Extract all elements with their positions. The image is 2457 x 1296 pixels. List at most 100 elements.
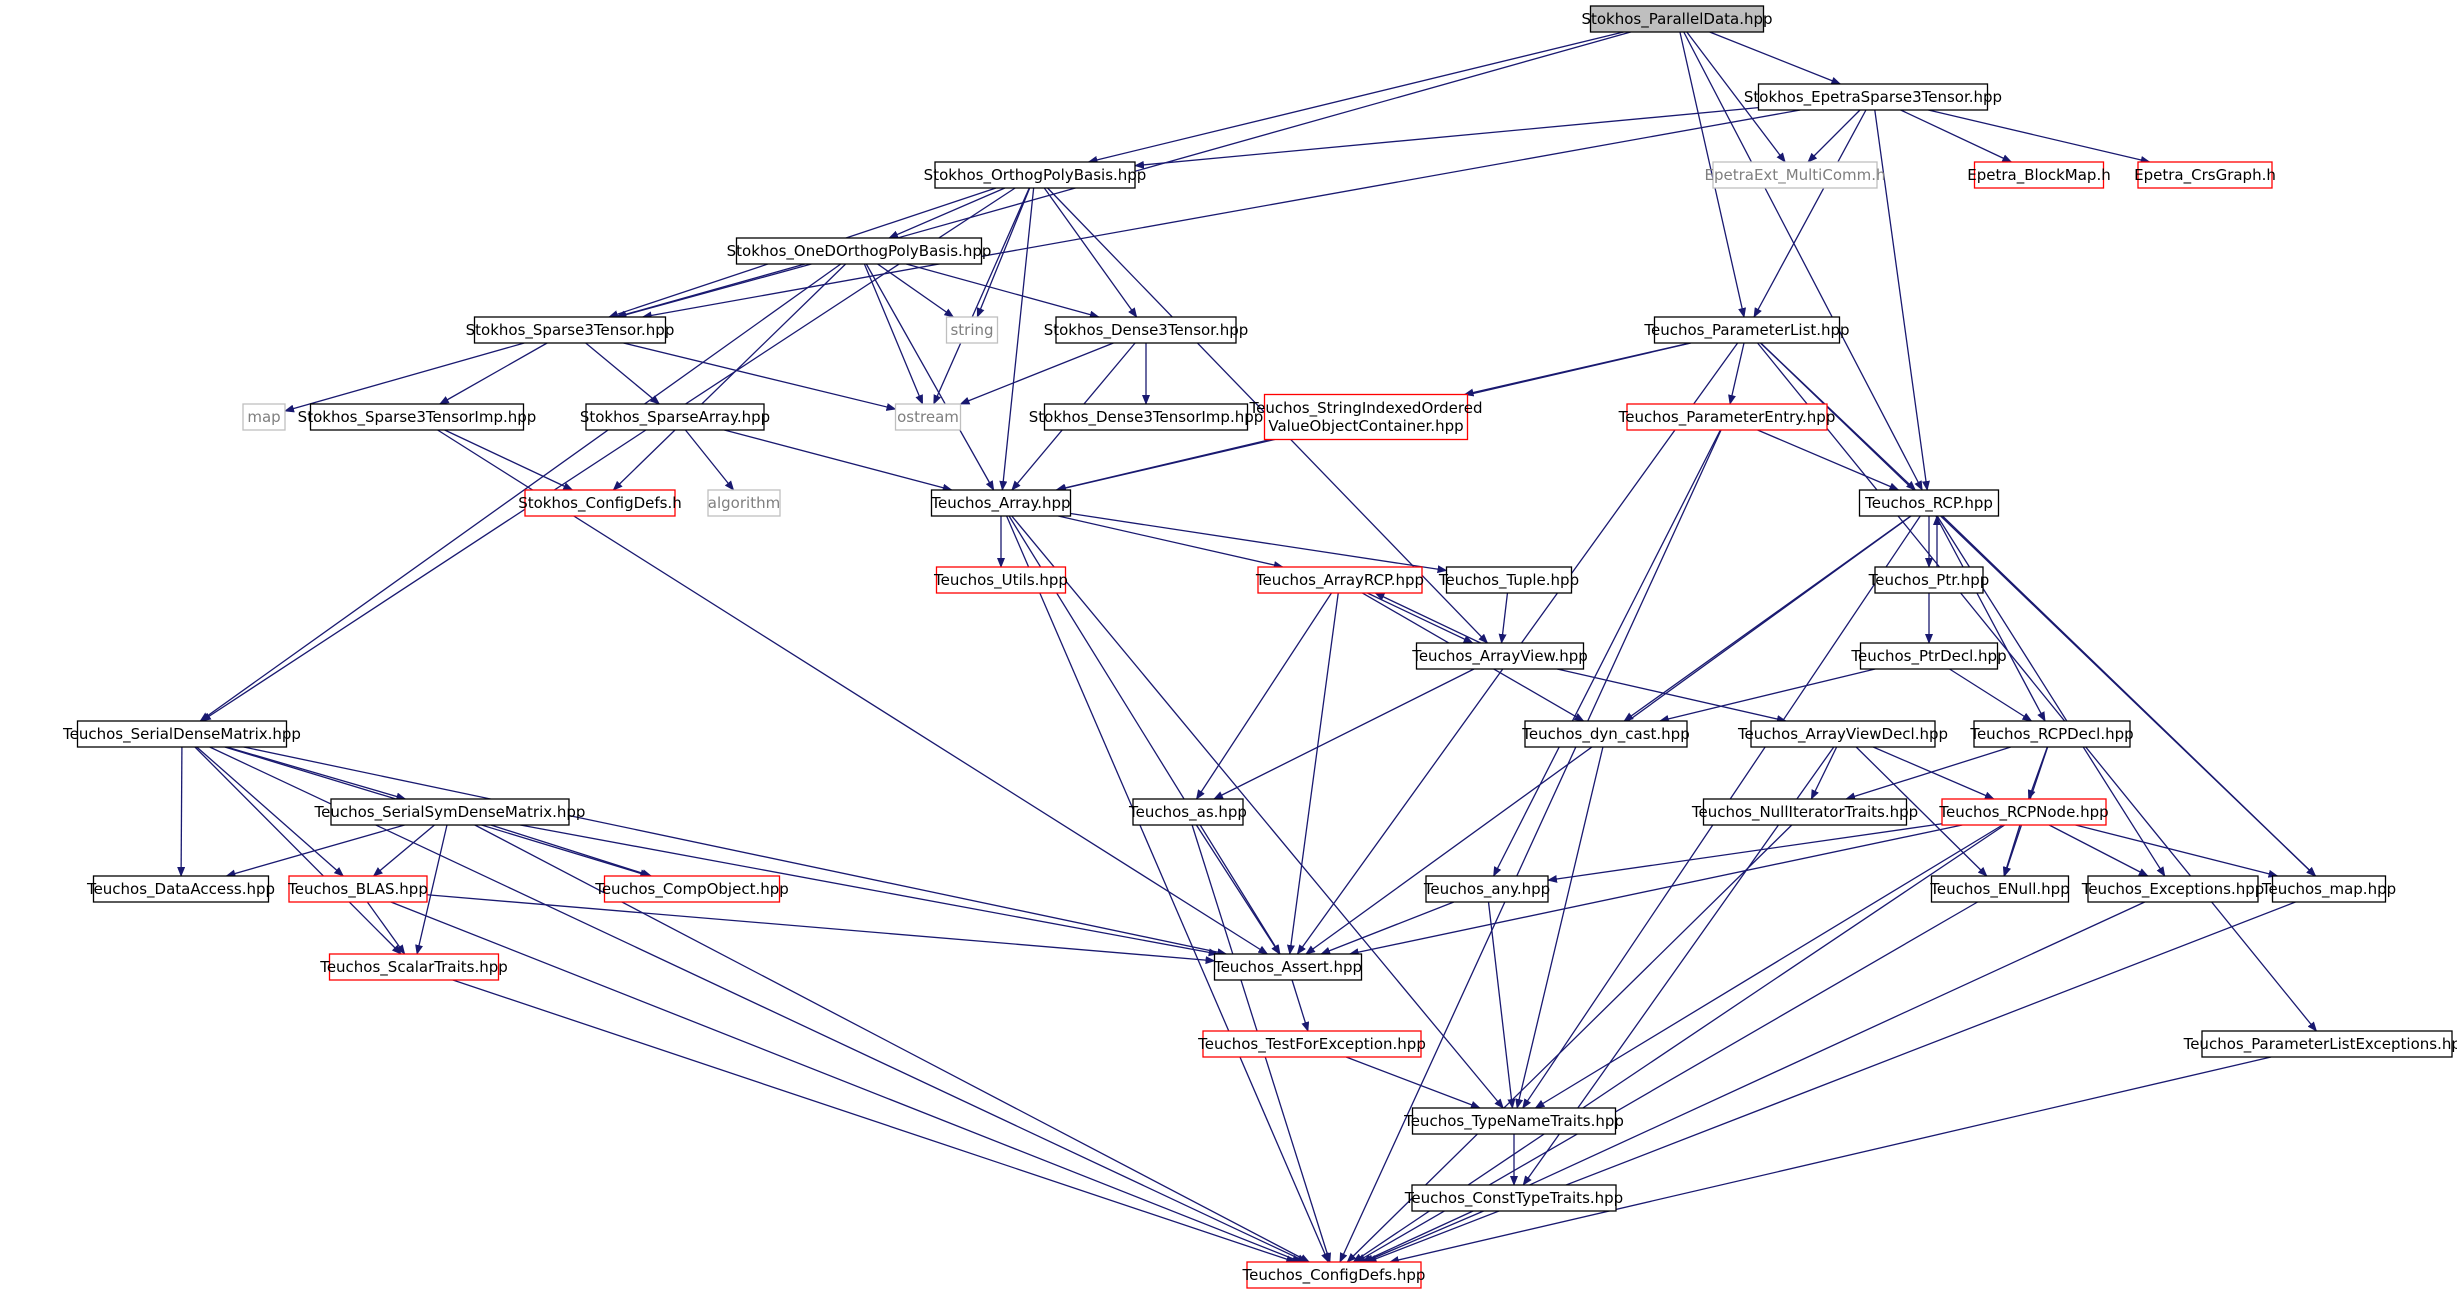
node-rcpd[interactable]: Teuchos_RCPDecl.hpp [1969, 720, 2134, 748]
edge-es3-to-ebm [1900, 109, 2013, 163]
node-label: Stokhos_SparseArray.hpp [580, 408, 770, 427]
node-box [935, 566, 1067, 594]
node-d3ti[interactable]: Stokhos_Dense3TensorImp.hpp [1029, 403, 1264, 431]
node-label: map [247, 408, 280, 426]
edge-tpl-to-ple [1757, 342, 2318, 1032]
node-rcp[interactable]: Teuchos_RCP.hpp [1858, 489, 2000, 517]
node-label: Stokhos_Sparse3Tensor.hpp [466, 321, 675, 340]
node-es3[interactable]: Stokhos_EpetraSparse3Tensor.hpp [1744, 83, 2002, 111]
node-label: Teuchos_BLAS.hpp [287, 880, 428, 899]
node-siovoc[interactable]: Teuchos_StringIndexedOrderedValueObjectC… [1249, 393, 1483, 441]
node-label: Teuchos_CompObject.hpp [594, 880, 789, 899]
edge-pd-to-emc [1686, 31, 1786, 163]
node-box [1213, 953, 1363, 981]
node-label: Teuchos_NullIteratorTraits.hpp [1691, 803, 1918, 822]
node-ptrd[interactable]: Teuchos_PtrDecl.hpp [1850, 642, 2007, 670]
edge-avd-to-nit [1810, 746, 1838, 800]
edge-es3-to-emc [1807, 109, 1861, 163]
node-box [1043, 403, 1249, 431]
node-avd[interactable]: Teuchos_ArrayViewDecl.hpp [1737, 720, 1948, 748]
node-d3t[interactable]: Stokhos_Dense3Tensor.hpp [1044, 316, 1249, 344]
edge-rcpd-to-nit [1845, 746, 2012, 801]
edge-opb-to-str [976, 187, 1031, 318]
node-sa[interactable]: Stokhos_SparseArray.hpp [580, 403, 770, 431]
node-st[interactable]: Teuchos_ScalarTraits.hpp [319, 953, 508, 981]
node-box [242, 403, 286, 431]
node-av[interactable]: Teuchos_ArrayView.hpp [1411, 642, 1588, 670]
node-arcp[interactable]: Teuchos_ArrayRCP.hpp [1255, 566, 1424, 594]
node-opb[interactable]: Stokhos_OrthogPolyBasis.hpp [924, 161, 1147, 189]
edge-av-to-as [1213, 668, 1475, 800]
edge-ta-to-cd [1006, 515, 1329, 1263]
node-pd[interactable]: Stokhos_ParallelData.hpp [1581, 5, 1773, 33]
node-tnt[interactable]: Teuchos_TypeNameTraits.hpp [1403, 1107, 1624, 1135]
node-box [473, 316, 667, 344]
node-ta[interactable]: Teuchos_Array.hpp [930, 489, 1072, 517]
edge-oneD-to-ost [863, 263, 924, 405]
node-label: Teuchos_Utils.hpp [933, 571, 1068, 590]
node-box [288, 875, 428, 903]
edge-es3-to-s3t [641, 109, 1801, 320]
node-label: Teuchos_ScalarTraits.hpp [319, 958, 508, 977]
node-box [2271, 875, 2387, 903]
node-da[interactable]: Teuchos_DataAccess.hpp [86, 875, 275, 903]
node-ssdm[interactable]: Teuchos_SerialSymDenseMatrix.hpp [314, 798, 586, 826]
node-s3ti[interactable]: Stokhos_Sparse3TensorImp.hpp [298, 403, 537, 431]
node-box [945, 316, 999, 344]
node-ost: ostream [894, 403, 962, 431]
node-box [1973, 720, 2131, 748]
node-rcpn[interactable]: Teuchos_RCPNode.hpp [1938, 798, 2109, 826]
node-tup[interactable]: Teuchos_Tuple.hpp [1438, 566, 1579, 594]
node-any[interactable]: Teuchos_any.hpp [1423, 875, 1550, 903]
edge-ssdm-to-da [225, 824, 405, 878]
edge-oneD-to-str [877, 263, 955, 318]
node-label: Teuchos_map.hpp [2261, 880, 2396, 899]
node-en[interactable]: Teuchos_ENull.hpp [1929, 875, 2070, 903]
node-label: Teuchos_dyn_cast.hpp [1521, 725, 1689, 744]
node-sdm[interactable]: Teuchos_SerialDenseMatrix.hpp [62, 720, 301, 748]
edge-s3ti-to-asrt [437, 429, 1269, 955]
node-tu[interactable]: Teuchos_Utils.hpp [933, 566, 1068, 594]
node-label: Stokhos_ParallelData.hpp [1581, 10, 1772, 29]
node-box [328, 953, 500, 981]
node-ebm[interactable]: Epetra_BlockMap.h [1967, 161, 2111, 189]
node-tfe[interactable]: Teuchos_TestForException.hpp [1197, 1030, 1426, 1058]
node-tpl[interactable]: Teuchos_ParameterList.hpp [1643, 316, 1850, 344]
node-box [2137, 161, 2273, 189]
node-scd[interactable]: Stokhos_ConfigDefs.h [518, 489, 682, 517]
edge-arcp-to-as [1195, 592, 1333, 800]
node-box [1246, 1261, 1422, 1289]
node-oneD[interactable]: Stokhos_OneDOrthogPolyBasis.hpp [727, 237, 992, 265]
edge-avd-to-en [1855, 746, 1988, 877]
node-label: Teuchos_TypeNameTraits.hpp [1403, 1112, 1624, 1131]
edge-s3ti-to-scd [444, 429, 574, 491]
node-ctt[interactable]: Teuchos_ConstTypeTraits.hpp [1404, 1184, 1623, 1212]
edge-ssdm-to-blas [372, 824, 435, 877]
node-label: string [950, 321, 993, 339]
node-box [1425, 875, 1549, 903]
node-box [1202, 1030, 1422, 1058]
node-box [1858, 489, 2000, 517]
edge-any-to-tnt [1487, 901, 1516, 1109]
node-nit[interactable]: Teuchos_NullIteratorTraits.hpp [1691, 798, 1918, 826]
node-blas[interactable]: Teuchos_BLAS.hpp [287, 875, 428, 903]
node-ptr[interactable]: Teuchos_Ptr.hpp [1868, 566, 1990, 594]
node-ple[interactable]: Teuchos_ParameterListExceptions.hpp [2183, 1030, 2457, 1058]
node-dc[interactable]: Teuchos_dyn_cast.hpp [1521, 720, 1690, 748]
node-cd[interactable]: Teuchos_ConfigDefs.hpp [1242, 1261, 1426, 1289]
node-asrt[interactable]: Teuchos_Assert.hpp [1213, 953, 1363, 981]
edge-tup-to-av [1498, 592, 1509, 644]
edge-es3-to-opb [1134, 107, 1759, 169]
node-ecg[interactable]: Epetra_CrsGraph.h [2134, 161, 2276, 189]
node-exc[interactable]: Teuchos_Exceptions.hpp [2081, 875, 2265, 903]
node-label: Teuchos_any.hpp [1423, 880, 1550, 899]
node-co[interactable]: Teuchos_CompObject.hpp [594, 875, 789, 903]
edge-oneD-to-sdm [199, 263, 842, 722]
edge-sdm-to-cd [209, 746, 1308, 1263]
node-label: Stokhos_OrthogPolyBasis.hpp [924, 166, 1147, 185]
edge-avd-to-rcpn [1872, 746, 1995, 800]
node-tpe[interactable]: Teuchos_ParameterEntry.hpp [1618, 403, 1836, 431]
node-as[interactable]: Teuchos_as.hpp [1128, 798, 1247, 826]
node-s3t[interactable]: Stokhos_Sparse3Tensor.hpp [466, 316, 675, 344]
node-tmap[interactable]: Teuchos_map.hpp [2261, 875, 2396, 903]
